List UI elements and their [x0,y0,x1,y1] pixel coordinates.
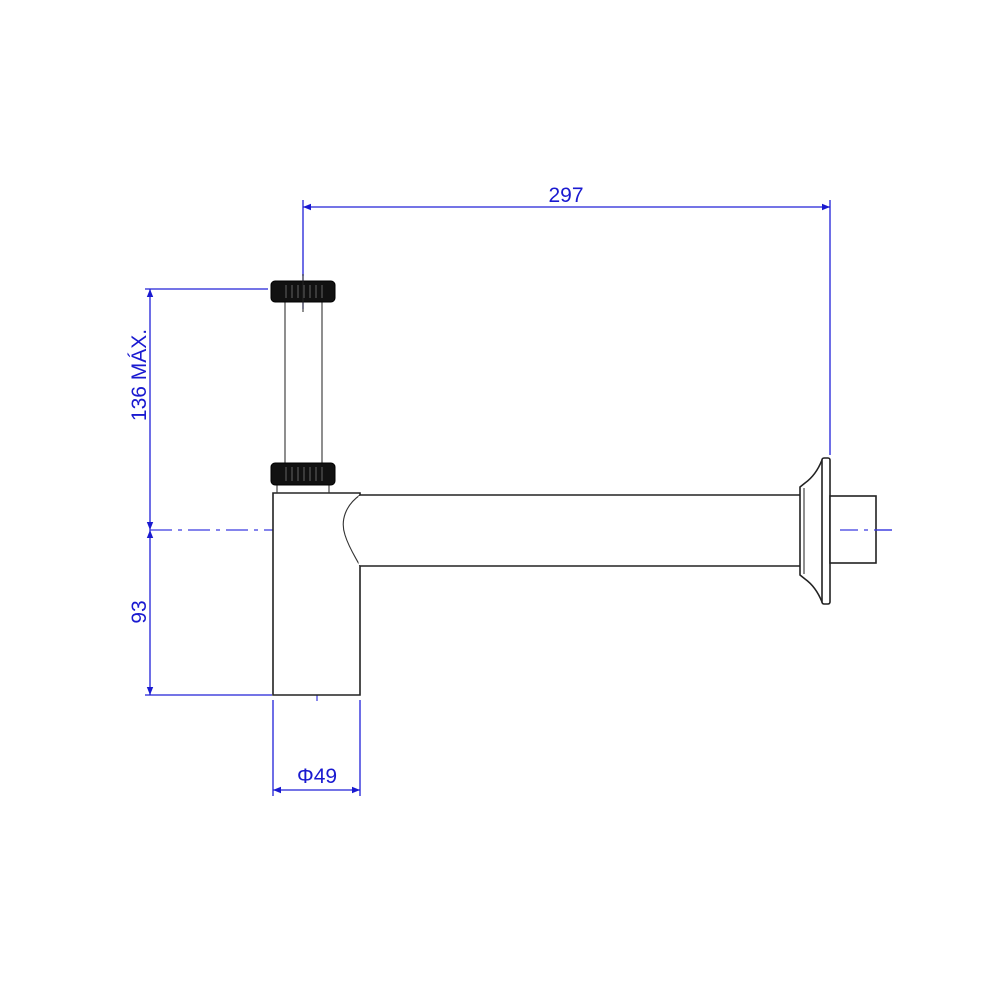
dimension-297: 297 [302,184,831,455]
top-nut [270,274,336,312]
horizontal-outlet-pipe [342,494,802,567]
dimension-label-diameter: Φ49 [297,765,337,788]
dimension-label-297: 297 [548,184,583,207]
wall-flange [799,457,831,605]
dimension-label-136-max: 136 MÁX. [128,329,151,421]
vertical-inlet-tube [284,300,323,464]
dimension-diameter-49: Φ49 [272,700,361,796]
dimension-93: 93 [128,530,272,696]
dimension-label-93: 93 [128,600,151,623]
lower-nut [270,462,336,486]
trap-body [272,483,361,696]
dimension-136-max: 136 MÁX. [128,288,268,530]
